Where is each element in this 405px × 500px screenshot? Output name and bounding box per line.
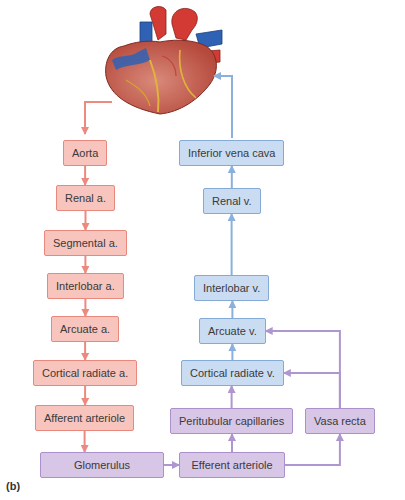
flow-arrow (284, 373, 340, 408)
heart-inflow-arrow (214, 76, 232, 138)
capillary-box: Peritubular capillaries (170, 408, 293, 434)
flow-arrow (231, 166, 233, 188)
flow-arrow (231, 301, 233, 318)
flow-arrow (231, 214, 233, 275)
vein-box: Inferior vena cava (179, 140, 284, 166)
box-label: Cortical radiate a. (42, 367, 128, 379)
flow-arrow (84, 256, 86, 273)
artery-box: Arcuate a. (51, 316, 119, 342)
box-label: Afferent arteriole (44, 412, 125, 424)
box-label: Arcuate a. (60, 323, 110, 335)
box-label: Segmental a. (53, 237, 118, 249)
flow-arrow (84, 166, 86, 185)
vein-box: Renal v. (203, 188, 261, 214)
box-label: Aorta (72, 147, 98, 159)
artery-box: Aorta (63, 140, 107, 166)
box-label: Cortical radiate v. (190, 367, 275, 379)
flow-arrow (84, 386, 86, 405)
flow-arrow (84, 342, 86, 360)
flow-arrow (84, 299, 86, 316)
flow-arrow (231, 434, 233, 452)
vein-box: Interlobar v. (194, 275, 269, 301)
flow-arrow (231, 344, 233, 360)
flow-arrow (164, 464, 179, 466)
vein-box: Arcuate v. (199, 318, 266, 344)
box-label: Interlobar a. (56, 280, 115, 292)
box-label: Renal a. (65, 192, 106, 204)
flow-arrow (285, 434, 340, 465)
artery-box: Interlobar a. (47, 273, 124, 299)
box-label: Glomerulus (74, 459, 130, 471)
capillary-box: Glomerulus (40, 452, 164, 478)
box-label: Peritubular capillaries (179, 415, 284, 427)
capillary-box: Efferent arteriole (179, 452, 285, 478)
capillary-box: Vasa recta (305, 408, 375, 434)
box-label: Arcuate v. (208, 325, 257, 337)
artery-box: Renal a. (56, 185, 115, 211)
artery-box: Cortical radiate a. (33, 360, 137, 386)
box-label: Vasa recta (314, 415, 366, 427)
heart-outflow-arrow (85, 102, 112, 134)
flow-arrow (84, 431, 86, 452)
panel-letter: (b) (6, 480, 20, 492)
box-label: Efferent arteriole (191, 459, 272, 471)
vein-box: Cortical radiate v. (181, 360, 284, 386)
flow-arrow (231, 386, 233, 408)
box-label: Interlobar v. (203, 282, 260, 294)
box-label: Inferior vena cava (188, 147, 275, 159)
artery-box: Afferent arteriole (35, 405, 134, 431)
heart-illustration (106, 7, 222, 114)
flow-arrow (85, 211, 87, 230)
box-label: Renal v. (212, 195, 252, 207)
artery-box: Segmental a. (44, 230, 127, 256)
